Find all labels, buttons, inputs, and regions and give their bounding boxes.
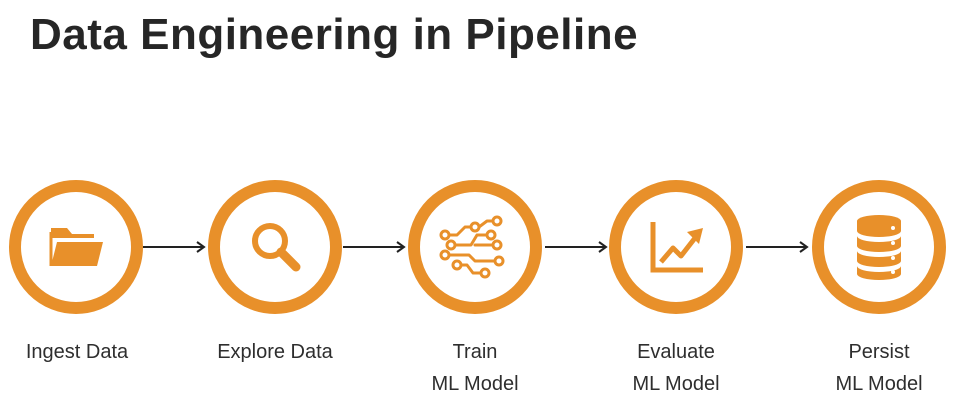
database-icon	[857, 215, 901, 280]
step-evaluate-ml-model	[609, 180, 743, 314]
step-label-line1: Persist	[848, 341, 910, 363]
step-label-line2: ML Model	[431, 373, 519, 395]
circuit-icon	[439, 215, 505, 279]
step-label-ingest-data: Ingest Data	[0, 336, 162, 368]
trend-chart-icon	[650, 222, 703, 273]
folder-icon	[49, 228, 103, 266]
step-label-line1: Train	[452, 341, 498, 363]
step-train-ml-model	[408, 180, 542, 314]
step-label-evaluate-ml-model: Evaluate ML Model	[591, 336, 761, 400]
step-label-line1: Evaluate	[637, 341, 715, 363]
magnifier-icon	[252, 223, 301, 272]
step-explore-data	[208, 180, 342, 314]
arrow-4	[746, 241, 809, 253]
step-label-train-ml-model: Train ML Model	[390, 336, 560, 400]
step-label-persist-ml-model: Persist ML Model	[794, 336, 957, 400]
step-persist-ml-model	[812, 180, 946, 314]
arrow-1	[143, 241, 206, 253]
arrow-2	[343, 241, 406, 253]
step-label-line2: ML Model	[835, 373, 923, 395]
arrow-3	[545, 241, 608, 253]
page-title: Data Engineering in Pipeline	[30, 10, 639, 59]
step-label-line1: Explore Data	[217, 341, 333, 363]
step-label-explore-data: Explore Data	[190, 336, 360, 368]
step-label-line2: ML Model	[632, 373, 720, 395]
step-label-line1: Ingest Data	[25, 341, 129, 363]
step-ingest-data	[9, 180, 143, 314]
